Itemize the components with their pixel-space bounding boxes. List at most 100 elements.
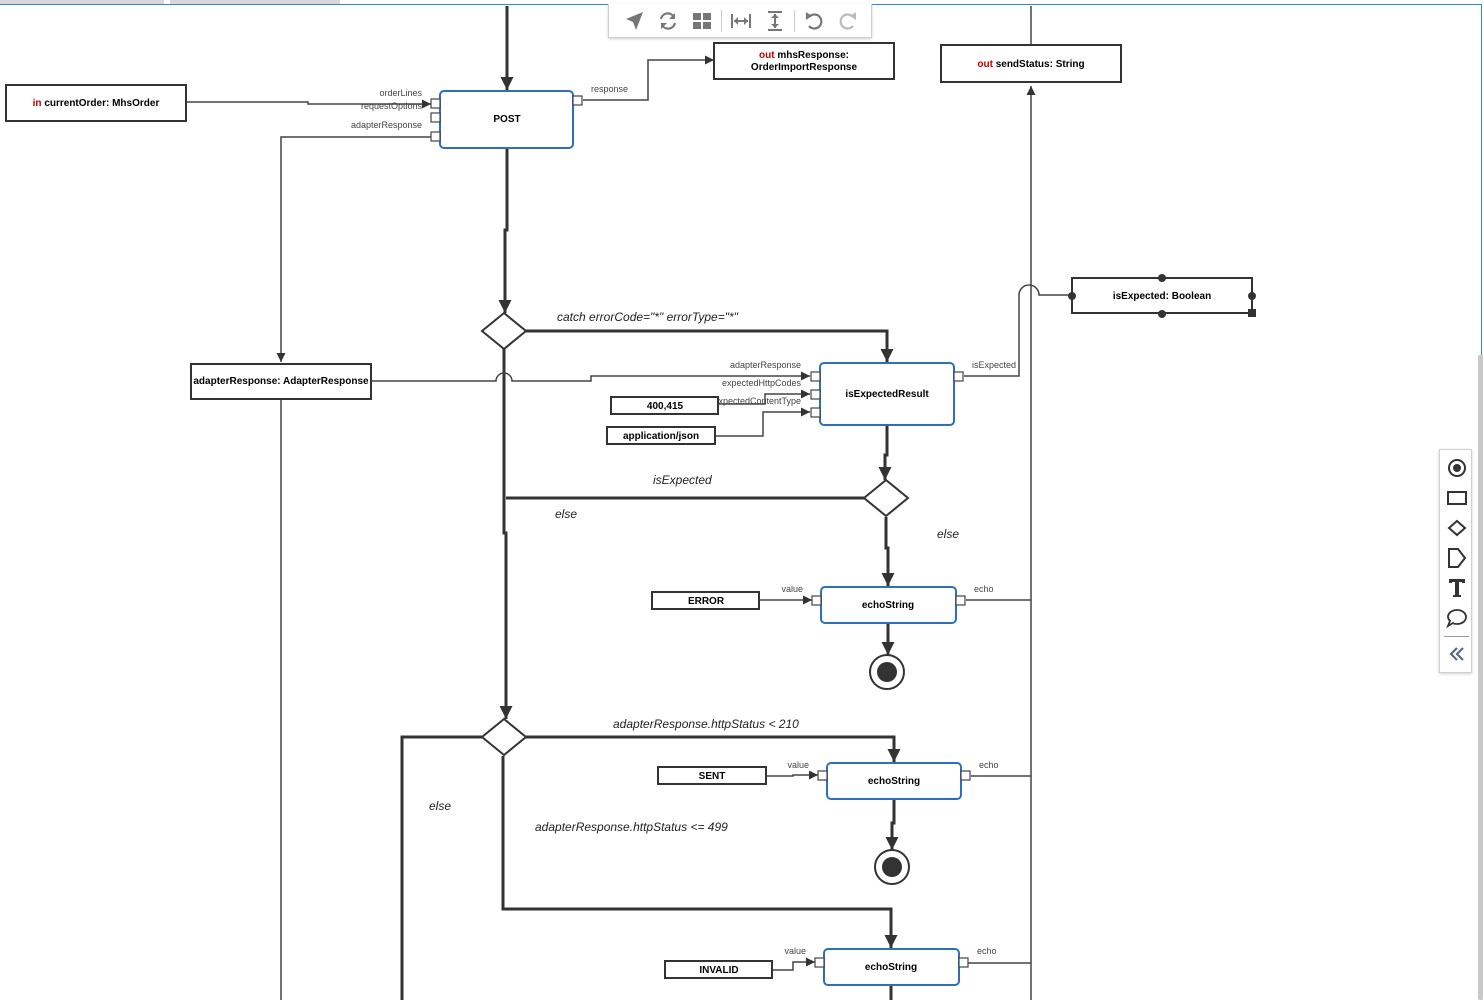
pin-label: value [784,946,806,956]
pin-echo[interactable] [955,595,966,606]
svg-text:out sendStatus: String: out sendStatus: String [977,59,1084,70]
param-keyword: out [977,59,993,70]
pin-label: response [591,84,628,94]
param-label-line1: mhsResponse: [777,50,849,61]
constant-invalid[interactable]: INVALID [664,960,773,979]
guard-label: else [555,507,577,521]
action-post[interactable]: POST orderLines requestOptions adapterRe… [351,84,628,149]
constant-label: application/json [623,431,699,442]
control-flows [400,6,901,1000]
pin-adapter-response[interactable] [810,371,821,382]
object-flows [187,6,1072,1000]
param-label: currentOrder: MhsOrder [44,98,159,109]
pin-label: value [787,760,809,770]
action-label: isExpectedResult [845,389,929,400]
pin-label: requestOptions [361,101,423,111]
pin-request-options[interactable] [430,112,441,123]
constant-label: 400,415 [647,401,684,412]
action-label: echoString [868,776,920,787]
pin-label: isExpected [972,360,1016,370]
pin-echo[interactable] [958,957,969,968]
pin-response[interactable] [572,95,583,106]
pin-adapter-response[interactable] [430,131,441,142]
final-node[interactable] [869,654,905,690]
toolbar-separator [721,9,722,32]
pin-label: echo [974,584,994,594]
navigate-icon[interactable] [617,6,651,36]
action-is-expected-result[interactable]: isExpectedResult adapterResponse expecte… [713,360,1016,426]
action-label: echoString [862,600,914,611]
pin-label: echo [977,946,997,956]
guard-label: catch errorCode="*" errorType="*" [557,310,739,324]
constant-error[interactable]: ERROR [651,591,760,610]
guard-label: adapterResponse.httpStatus <= 499 [535,820,728,834]
guard-label: adapterResponse.httpStatus < 210 [613,717,799,731]
action-label: echoString [865,962,917,973]
constant-http-codes[interactable]: 400,415 [610,396,719,415]
tab-strip [0,0,1484,6]
resize-handle[interactable] [1158,310,1166,318]
resize-handle[interactable] [1248,292,1256,300]
pin-label: expectedContentType [713,396,801,406]
guard-label: else [937,527,959,541]
action-icon[interactable] [1440,484,1473,512]
resize-corner-handle[interactable] [1248,309,1256,317]
variable-is-expected[interactable]: isExpected: Boolean [1068,274,1256,318]
svg-text:in currentOrder: MhsOrder: in currentOrder: MhsOrder [33,98,160,109]
constant-sent[interactable]: SENT [657,766,767,785]
redo-icon[interactable] [831,6,865,36]
constant-content-type[interactable]: application/json [606,426,716,445]
final-node[interactable] [874,849,910,885]
pin-value[interactable] [814,957,825,968]
undo-icon[interactable] [797,6,831,36]
pin-is-expected[interactable] [953,371,964,382]
pin-value[interactable] [817,770,828,781]
param-keyword: in [33,98,42,109]
param-current-order[interactable]: in currentOrder: MhsOrder [5,84,187,122]
vertical-scrollbar[interactable] [1478,355,1483,1000]
action-echo-string-error[interactable]: echoString value echo [781,584,994,624]
pin-echo[interactable] [960,770,971,781]
toolbar-separator [794,9,795,32]
action-echo-string-sent[interactable]: echoString value echo [787,760,999,800]
pin-expected-content-type[interactable] [810,407,821,418]
variable-label: adapterResponse: AdapterResponse [193,376,369,387]
element-palette [1439,449,1472,673]
decision-node[interactable] [480,717,528,757]
pin-order-lines[interactable] [430,98,441,109]
tab-2[interactable] [170,0,340,4]
action-label: POST [493,114,520,125]
decision-node[interactable] [862,478,910,518]
resize-handle[interactable] [1068,292,1076,300]
guard-label: isExpected [653,473,712,487]
param-mhs-response[interactable]: out mhsResponse: OrderImportResponse [713,42,895,80]
action-echo-string-invalid[interactable]: echoString value echo [784,946,997,986]
layout-grid-icon[interactable] [685,6,719,36]
text-icon[interactable] [1440,574,1473,602]
diagram-toolbar [608,4,872,38]
fit-width-icon[interactable] [724,6,758,36]
param-label-line2: OrderImportResponse [751,62,858,73]
fit-height-icon[interactable] [758,6,792,36]
param-label: sendStatus: String [996,59,1085,70]
pin-label: orderLines [379,88,422,98]
variable-label: isExpected: Boolean [1113,291,1211,302]
svg-text:out mhsResponse:: out mhsResponse: [759,50,849,61]
decision-node[interactable] [480,311,528,351]
final-node-icon[interactable] [1440,454,1473,482]
pin-label: expectedHttpCodes [722,378,802,388]
param-send-status[interactable]: out sendStatus: String [940,44,1122,83]
parameter-icon[interactable] [1440,544,1473,572]
pin-label: adapterResponse [730,360,801,370]
decision-icon[interactable] [1440,514,1473,542]
comment-icon[interactable] [1440,604,1473,632]
pin-value[interactable] [811,595,822,606]
collapse-icon[interactable] [1440,640,1473,668]
variable-adapter-response[interactable]: adapterResponse: AdapterResponse [190,363,372,400]
tab-1[interactable] [0,0,164,4]
refresh-icon[interactable] [651,6,685,36]
pin-expected-http-codes[interactable] [810,389,821,400]
resize-handle[interactable] [1158,274,1166,282]
palette-separator [1444,636,1469,637]
